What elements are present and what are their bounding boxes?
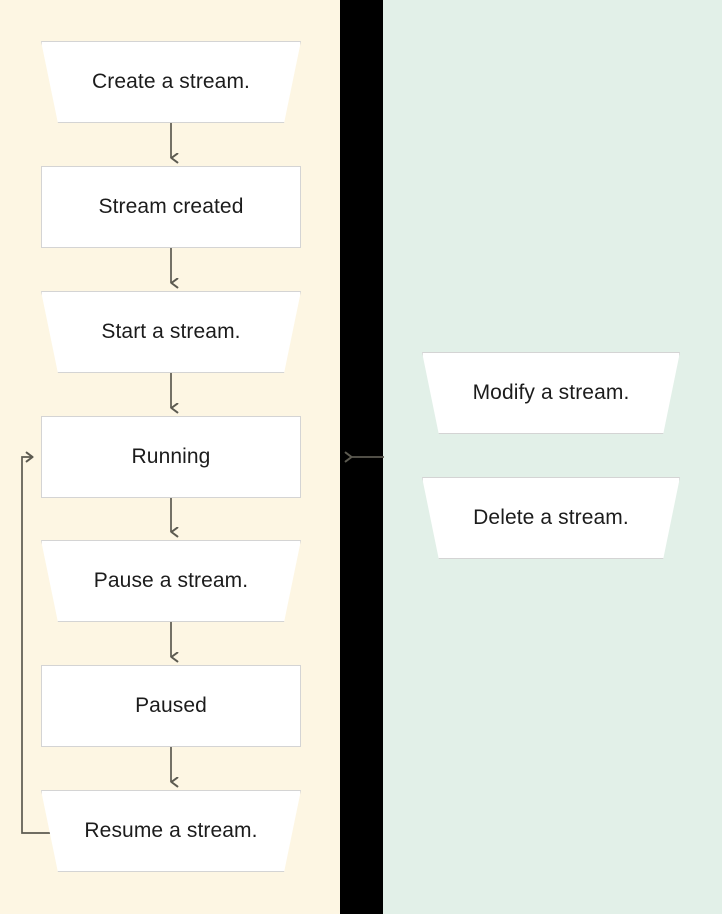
node-label: Stream created (98, 195, 244, 219)
trapezoid-shape (41, 540, 301, 622)
node-label: Start a stream. (101, 320, 241, 344)
right-panel-background (383, 0, 722, 914)
node-paused[interactable]: Paused (41, 665, 301, 747)
trapezoid-shape (422, 352, 680, 434)
node-resume-a-stream[interactable]: Resume a stream. (41, 790, 301, 872)
node-label: Modify a stream. (472, 381, 630, 405)
node-label: Resume a stream. (84, 819, 258, 843)
node-pause-a-stream[interactable]: Pause a stream. (41, 540, 301, 622)
node-running[interactable]: Running (41, 416, 301, 498)
trapezoid-shape (41, 790, 301, 872)
node-label: Pause a stream. (93, 569, 249, 593)
node-delete-a-stream[interactable]: Delete a stream. (422, 477, 680, 559)
node-stream-created[interactable]: Stream created (41, 166, 301, 248)
node-label: Paused (135, 694, 207, 718)
trapezoid-shape (41, 291, 301, 373)
node-start-a-stream[interactable]: Start a stream. (41, 291, 301, 373)
node-label: Create a stream. (92, 70, 250, 94)
trapezoid-shape (422, 477, 680, 559)
panel-divider-bar (340, 0, 383, 914)
node-label: Running (131, 445, 211, 469)
node-label: Delete a stream. (473, 506, 629, 530)
node-modify-a-stream[interactable]: Modify a stream. (422, 352, 680, 434)
trapezoid-shape (41, 41, 301, 123)
node-create-a-stream[interactable]: Create a stream. (41, 41, 301, 123)
